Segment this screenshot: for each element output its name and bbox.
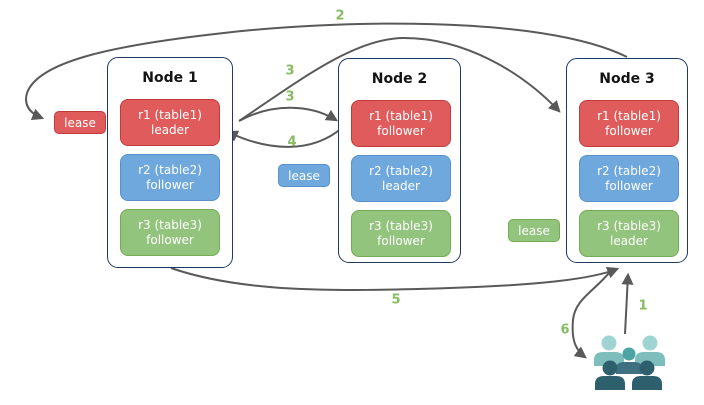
replica-label: r3 (table3) [138,217,202,232]
step-2-label: 2 [335,8,345,24]
node2-replica-r1: r1 (table1) follower [351,100,451,147]
step-6-label: 6 [560,322,570,338]
node1-replica-r1: r1 (table1) leader [120,99,220,146]
node-1-title: Node 1 [142,70,198,86]
arrow-6-node3-to-users [571,267,614,359]
replica-label: r2 (table2) [597,163,661,178]
replica-role: leader [150,122,189,137]
node2-replica-r3: r3 (table3) follower [351,210,451,257]
replica-label: r1 (table1) [369,108,433,123]
node-3-title: Node 3 [599,71,655,87]
replica-role: follower [146,177,194,192]
step-3b-label: 3 [285,89,295,105]
replica-label: r1 (table1) [138,107,202,122]
step-3a-label: 3 [285,63,295,79]
node1-replica-r2: r2 (table2) follower [120,154,220,201]
replica-label: r3 (table3) [597,218,661,233]
node-3: Node 3 r1 (table1) follower r2 (table2) … [566,58,688,263]
lease-label-blue: lease [278,164,330,187]
replica-role: follower [605,123,653,138]
step-1-label: 1 [638,298,648,314]
replica-label: r2 (table2) [369,163,433,178]
arrow-3-node1-to-node3 [238,36,561,122]
step-5-label: 5 [391,292,401,308]
arrow-5-node1-to-node3 [170,266,620,291]
node3-replica-r3: r3 (table3) leader [579,210,679,257]
replica-role: follower [377,123,425,138]
arrow-4-node2-to-node1 [225,127,343,148]
replica-label: r2 (table2) [138,162,202,177]
replica-label: r3 (table3) [369,218,433,233]
replica-role: follower [377,233,425,248]
replica-role: follower [605,178,653,193]
arrow-1-users-to-node3 [621,272,634,335]
users-group-icon [594,335,665,390]
node3-replica-r1: r1 (table1) follower [579,100,679,147]
arrow-3-node1-to-node2 [238,106,339,122]
step-4-label: 4 [287,134,297,150]
replica-role: leader [609,233,648,248]
node3-replica-r2: r2 (table2) follower [579,155,679,202]
arrow-2-node3-to-lease1 [25,22,628,121]
replica-role: follower [146,232,194,247]
replica-role: leader [381,178,420,193]
lease-label-green: lease [508,219,560,242]
node1-replica-r3: r3 (table3) follower [120,209,220,256]
node-1: Node 1 r1 (table1) leader r2 (table2) fo… [107,57,233,268]
replica-label: r1 (table1) [597,108,661,123]
node-2: Node 2 r1 (table1) follower r2 (table2) … [338,58,461,263]
lease-label-red: lease [54,111,106,134]
node2-replica-r2: r2 (table2) leader [351,155,451,202]
node-2-title: Node 2 [371,71,428,87]
